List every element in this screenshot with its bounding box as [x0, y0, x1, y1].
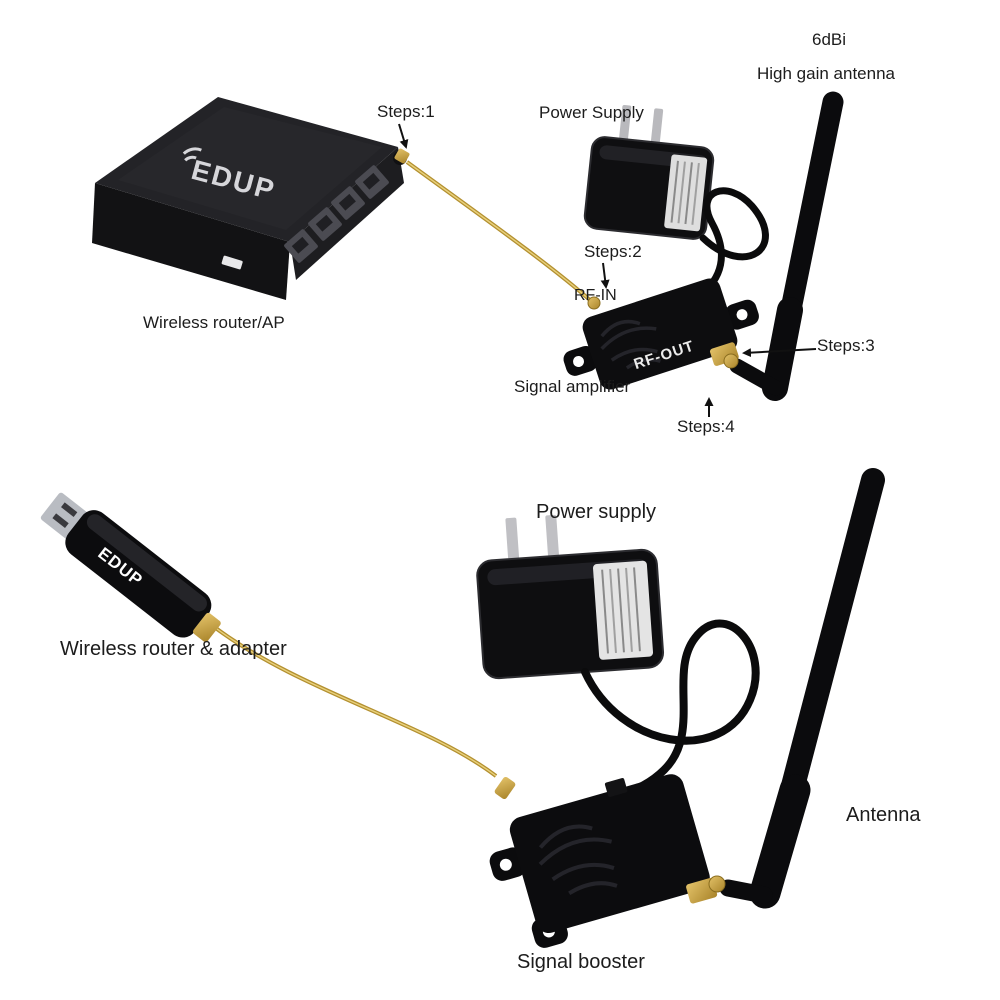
mount-hole — [736, 309, 748, 321]
plug-prong — [505, 517, 520, 563]
plug-prong — [618, 104, 632, 144]
plug-prong — [545, 514, 560, 560]
signal-booster-label: Signal booster — [517, 951, 645, 973]
step1-arrow-icon — [398, 123, 409, 149]
antenna-hinge — [719, 879, 773, 904]
signal-booster-device — [489, 774, 718, 948]
usb-port — [221, 255, 243, 270]
high-gain-antenna-top-device — [723, 91, 844, 401]
signal-amplifier-device: RF-OUT — [563, 278, 759, 390]
power-supply-label-top: Power Supply — [539, 103, 644, 122]
annotations-top — [398, 123, 817, 417]
emboss-logo — [538, 824, 618, 896]
antenna-label: Antenna — [846, 804, 921, 826]
rf-in-label: RF-IN — [574, 287, 617, 304]
step2-arrow-icon — [600, 262, 610, 289]
rf-in-connector — [587, 296, 601, 310]
wireless-adapter-label: Wireless router & adapter — [60, 638, 287, 660]
booster-in-connector — [494, 776, 516, 800]
emboss-logo — [600, 319, 661, 370]
signal-amplifier-label: Signal amplifier — [514, 377, 631, 396]
plug-prong — [650, 108, 664, 147]
wireless-router: EDUP — [92, 97, 410, 300]
power-supply-label-bottom: Power supply — [536, 501, 657, 523]
step3-arrow-icon — [742, 348, 817, 358]
rf-cable-top — [405, 160, 594, 304]
high-gain-antenna-label: High gain antenna — [757, 64, 896, 83]
rf-cable-bottom — [211, 624, 498, 778]
mount-hole — [573, 356, 585, 368]
step2-label: Steps:2 — [584, 242, 642, 261]
wireless-router-label: Wireless router/AP — [143, 313, 285, 332]
wifi-icon — [182, 147, 202, 155]
adapter-sma-connector — [192, 612, 221, 643]
usb-adapter-device: EDUP — [40, 492, 221, 643]
antenna-hinge — [729, 358, 784, 396]
step1-label: Steps:1 — [377, 102, 435, 121]
ethernet-ports — [284, 165, 389, 263]
spec-sticker — [664, 154, 708, 232]
power-supply-top-device — [583, 104, 715, 240]
dc-jack — [604, 777, 628, 797]
power-supply-bottom-device — [476, 514, 665, 680]
mount-hole — [499, 858, 512, 871]
antenna-gain-label: 6dBi — [812, 30, 847, 49]
step3-label: Steps:3 — [817, 336, 875, 355]
antenna-bottom-device — [708, 468, 885, 909]
step4-label: Steps:4 — [677, 417, 735, 436]
